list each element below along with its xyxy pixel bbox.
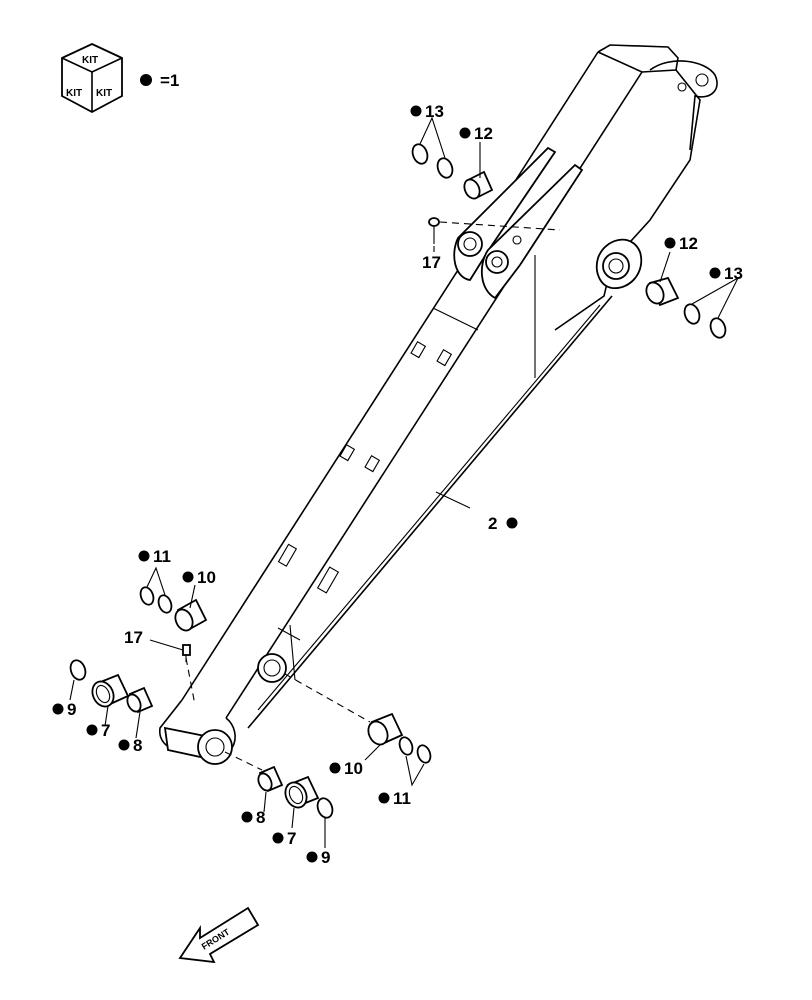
callout-8-left: 8	[118, 736, 142, 755]
bushing-10-right	[367, 712, 404, 746]
callout-7-left: 7	[86, 721, 110, 740]
callout-13-right: 13	[709, 264, 743, 283]
bushing-10-left	[174, 598, 208, 632]
legend-text: =1	[160, 71, 179, 90]
callout-7-bottom: 7	[272, 829, 296, 848]
guide-line-grease	[185, 657, 196, 706]
callout-9-left-label: 9	[67, 700, 76, 719]
bushing-8-left	[126, 686, 154, 714]
callout-12-right-label: 12	[679, 234, 698, 253]
oring-13-b	[436, 157, 454, 179]
callout-12-top: 12	[459, 124, 493, 143]
callout-11-left-label: 11	[153, 547, 171, 566]
callout-2: 2	[488, 514, 518, 533]
callout-17-top-label: 17	[422, 253, 441, 272]
callout-10-left-label: 10	[197, 568, 216, 587]
front-arrow-icon: FRONT	[178, 906, 260, 964]
oring-11-c	[398, 736, 414, 756]
oring-11-d	[416, 744, 432, 764]
callout-8-bottom: 8	[241, 808, 265, 827]
lower-pivot-boss	[257, 653, 287, 683]
right-pivot-boss	[595, 238, 643, 289]
callout-8-left-label: 8	[133, 736, 142, 755]
guide-line-bottom-bush	[224, 751, 263, 771]
guide-line-lower-bush	[284, 673, 371, 723]
guide-line-top-pin	[439, 221, 561, 231]
oring-11-b	[157, 594, 173, 614]
callout-11-right-label: 11	[393, 789, 411, 808]
bushing-7-bottom	[284, 775, 320, 809]
kit-right-label: KIT	[96, 88, 112, 99]
callout-2-label: 2	[488, 514, 497, 533]
callout-9-bottom-label: 9	[321, 848, 330, 867]
oring-9-left	[69, 659, 87, 681]
callout-9-bottom: 9	[306, 848, 330, 867]
callout-8-bottom-label: 8	[256, 808, 265, 827]
grease-fitting-17-top	[428, 217, 440, 244]
bottom-end-boss	[163, 726, 233, 765]
grease-fitting-17-left	[182, 644, 191, 662]
callout-10-right: 10	[329, 759, 363, 778]
callout-10-left: 10	[182, 568, 216, 587]
callout-13-top: 13	[410, 102, 444, 121]
callout-7-bottom-label: 7	[287, 829, 296, 848]
arm-slots	[277, 341, 453, 594]
callout-12-right: 12	[664, 234, 698, 253]
oring-9-bottom	[316, 797, 334, 819]
leader-lines	[69, 116, 740, 848]
callout-12-top-label: 12	[474, 124, 493, 143]
callout-7-left-label: 7	[101, 721, 110, 740]
legend-bullet-icon	[140, 74, 152, 86]
kit-left-label: KIT	[66, 88, 82, 99]
bushing-7-left	[91, 673, 130, 708]
callout-11-left: 11	[138, 547, 171, 566]
bushing-12-top	[463, 170, 494, 200]
callout-9-left: 9	[52, 700, 76, 719]
callout-11-right: 11	[378, 789, 411, 808]
kit-cube-icon: KIT KIT KIT	[61, 43, 123, 114]
oring-13-a	[411, 143, 429, 165]
oring-13-d	[709, 317, 727, 339]
kit-top-label: KIT	[82, 55, 98, 66]
cylinder-bracket	[453, 146, 584, 300]
callout-13-right-label: 13	[724, 264, 743, 283]
callout-13-top-label: 13	[425, 102, 444, 121]
callout-10-right-label: 10	[344, 759, 363, 778]
oring-13-c	[683, 303, 701, 325]
callout-17-left-label: 17	[124, 628, 143, 647]
bushing-8-bottom	[257, 765, 284, 793]
arm-body	[159, 44, 718, 752]
oring-11-a	[139, 586, 155, 606]
bushing-12-right	[645, 276, 680, 307]
